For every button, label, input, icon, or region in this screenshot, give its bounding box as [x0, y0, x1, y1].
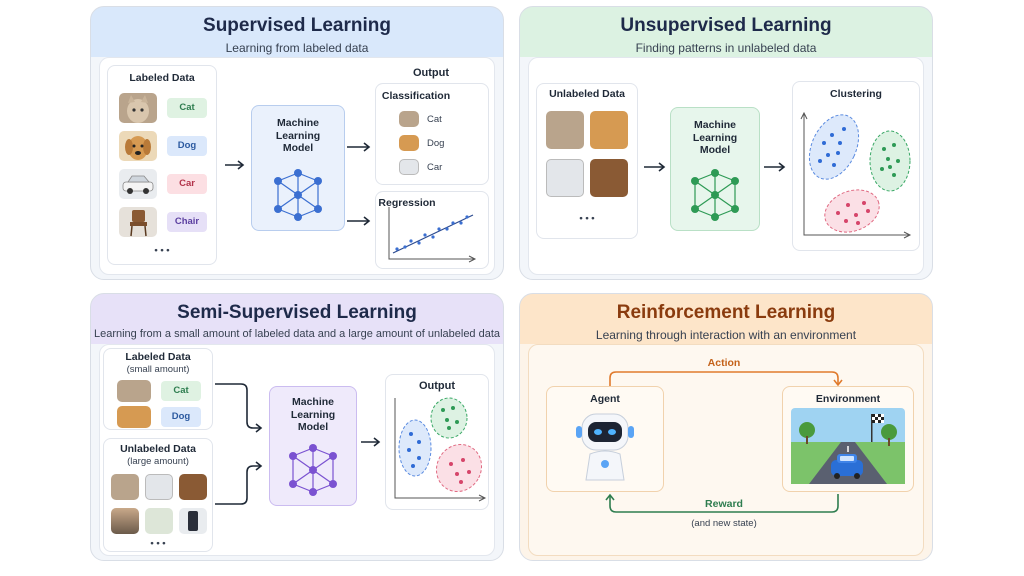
dog-tag: Dog — [167, 136, 207, 156]
labeled-data-label: Labeled Data — [125, 351, 191, 363]
reinforcement-panel: Reinforcement Learning Learning through … — [519, 293, 933, 561]
supervised-panel: Supervised Learning Learning from labele… — [90, 6, 504, 280]
robot-icon — [576, 413, 634, 481]
dog-photo — [399, 135, 419, 151]
agent-label: Agent — [590, 393, 620, 405]
labeled-amount: (small amount) — [126, 364, 190, 375]
mountain-photo — [111, 508, 139, 534]
dog-photo — [117, 406, 151, 428]
classification-box — [375, 83, 489, 185]
car-photo — [399, 159, 419, 175]
neural-network-icon — [289, 444, 337, 496]
action-label: Action — [707, 357, 741, 369]
output-label: Output — [412, 67, 450, 79]
cat-tag: Cat — [167, 98, 207, 118]
supervised-subtitle: Learning from labeled data — [225, 41, 369, 55]
reinforcement-title: Reinforcement Learning — [616, 302, 836, 323]
neural-network-icon — [691, 169, 739, 221]
clustering-label: Clustering — [830, 88, 882, 100]
cat-photo — [111, 474, 139, 500]
car-photo — [145, 474, 173, 500]
unsupervised-subtitle: Finding patterns in unlabeled data — [635, 41, 817, 55]
cat-photo — [117, 380, 151, 402]
reward-label: Reward — [705, 498, 743, 510]
race-track-image — [791, 408, 905, 484]
chair-photo — [179, 474, 207, 500]
car-photo — [546, 159, 584, 197]
unsupervised-title: Unsupervised Learning — [620, 15, 832, 36]
regression-label: Regression — [378, 197, 436, 209]
ellipsis: • • • — [150, 538, 166, 549]
car-photo — [119, 169, 157, 199]
ellipsis: • • • — [579, 213, 595, 224]
chair-photo — [590, 159, 628, 197]
environment-label: Environment — [815, 393, 881, 405]
chair-photo — [119, 207, 157, 237]
agent-box — [546, 386, 664, 492]
cat-tag: Cat — [161, 381, 201, 401]
clustering-plot — [800, 111, 912, 239]
cat-photo — [546, 111, 584, 149]
cat-photo — [119, 93, 157, 123]
unlabeled-amount: (large amount) — [127, 456, 189, 467]
phone-photo — [179, 508, 207, 534]
ml-model-label: Machine Learning Model — [692, 119, 738, 157]
car-tag: Car — [167, 174, 207, 194]
unsupervised-panel: Unsupervised Learning Finding patterns i… — [519, 6, 933, 280]
ellipsis: • • • — [154, 245, 170, 256]
semi-subtitle: Learning from a small amount of labeled … — [93, 328, 501, 340]
cat-photo — [399, 111, 419, 127]
ml-model-label: Machine Learning Model — [275, 117, 321, 155]
supervised-title: Supervised Learning — [203, 15, 391, 36]
class-dog: Dog — [427, 138, 445, 149]
output-label: Output — [418, 380, 456, 392]
class-cat: Cat — [427, 114, 442, 125]
unlabeled-data-label: Unlabeled Data — [549, 88, 625, 100]
reward-note: (and new state) — [691, 518, 757, 529]
classification-label: Classification — [381, 90, 451, 102]
unlabeled-data-label: Unlabeled Data — [120, 443, 196, 455]
semi-cluster-plot — [394, 397, 487, 502]
chair-tag: Chair — [167, 212, 207, 232]
semi-supervised-panel: Semi-Supervised Learning Learning from a… — [90, 293, 504, 561]
class-car: Car — [427, 162, 443, 173]
reinforcement-subtitle: Learning through interaction with an env… — [595, 328, 857, 342]
dog-photo — [119, 131, 157, 161]
neural-network-icon — [274, 169, 322, 221]
regression-plot — [388, 207, 477, 263]
dog-tag: Dog — [161, 407, 201, 427]
labeled-data-label: Labeled Data — [129, 72, 195, 84]
plant-photo — [145, 508, 173, 534]
semi-title: Semi-Supervised Learning — [177, 302, 417, 323]
dog-photo — [590, 111, 628, 149]
ml-model-label: Machine Learning Model — [290, 396, 336, 434]
